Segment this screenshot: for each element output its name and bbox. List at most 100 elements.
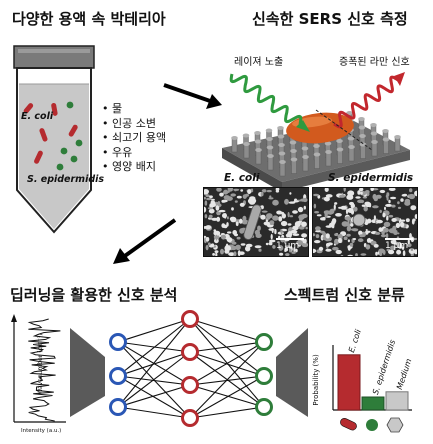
network-edge: [117, 351, 191, 408]
nanopillar: [231, 137, 238, 153]
sem-grain: [212, 253, 215, 256]
nanopillar-tip: [348, 145, 355, 149]
sem-grain: [370, 188, 374, 191]
hidden-node: [181, 409, 199, 427]
chart-ylabel: Probability (%): [312, 354, 320, 406]
sem-grain: [325, 233, 330, 239]
network-edge: [117, 351, 191, 377]
class-icons: [340, 417, 404, 433]
sem-grain: [230, 193, 236, 197]
sem-grain: [285, 253, 290, 256]
sem-grain: [301, 221, 307, 227]
sem-grain: [410, 248, 414, 251]
sem-grain: [388, 199, 391, 204]
sem-grain: [360, 191, 363, 195]
sem-grain: [205, 244, 209, 251]
sem-grain: [209, 195, 213, 199]
sem-grain: [208, 214, 213, 219]
sem-grain: [375, 251, 378, 256]
sem-grain: [242, 194, 247, 199]
sem-grain: [260, 191, 264, 197]
sem-grain: [384, 206, 386, 211]
nanopillar: [383, 139, 389, 154]
sem-grain: [388, 214, 394, 218]
sem-grain: [231, 207, 234, 211]
sem-grain: [250, 188, 254, 192]
sem-grain: [272, 199, 279, 206]
network-edge: [189, 341, 265, 353]
sem-grain: [347, 254, 353, 256]
sem-grain: [362, 196, 368, 199]
sem-grain: [215, 205, 220, 211]
network-edge: [189, 406, 265, 419]
sem-grain: [265, 217, 270, 220]
sem-grain: [396, 249, 402, 255]
sem-grain: [359, 234, 364, 238]
nanopillar-tip: [347, 136, 355, 141]
bar-0: [337, 354, 361, 411]
sem-grain: [215, 252, 218, 256]
sem-grain: [236, 195, 242, 199]
probability-chart: [332, 345, 412, 411]
nanopillar: [314, 154, 320, 169]
output-funnel: [276, 328, 308, 417]
laser-label: 레이져 노출: [234, 57, 284, 68]
sem-grain: [299, 218, 303, 222]
nanopillar: [255, 149, 262, 165]
media-item: • 물: [102, 102, 123, 115]
vial-label-ecoli: E. coli: [21, 111, 54, 122]
sem-grain: [240, 243, 246, 246]
sem-grain: [405, 218, 410, 223]
heading-sample: 다양한 용액 속 박테리아: [12, 10, 166, 28]
media-item: • 우유: [102, 145, 133, 159]
sem-grain: [245, 245, 251, 252]
sem-grain: [207, 242, 211, 246]
sem-grain: [378, 227, 383, 232]
spectrum-ylabel: Wavenumber (cm⁻¹): [37, 333, 44, 395]
nanopillar: [302, 156, 309, 172]
nanopillar-tip: [277, 134, 285, 139]
sepi-coccus: [60, 147, 68, 155]
sem-grain: [291, 251, 296, 254]
sem-grain: [266, 213, 273, 219]
sem-grain: [395, 222, 401, 228]
sem-grain: [222, 213, 227, 219]
sem-grain: [346, 225, 352, 232]
sem-grain: [323, 196, 330, 202]
sem-grain: [380, 234, 387, 238]
sem-grain: [262, 189, 267, 193]
input-node: [109, 333, 127, 351]
sem-grain: [231, 241, 237, 245]
nanopillar-tip: [358, 125, 366, 130]
sem-grain: [258, 248, 262, 252]
sem-grain: [357, 238, 364, 243]
sem-grain: [390, 245, 396, 251]
sem-grain: [355, 196, 361, 199]
sepi-coccus: [70, 155, 78, 163]
nanopillar-tip: [301, 146, 309, 151]
sem-grain: [205, 225, 212, 230]
sem-grain: [313, 248, 317, 253]
sem-grain: [327, 242, 333, 246]
raman-label: 증폭된 라만 신호: [339, 57, 410, 68]
sem-grain: [349, 242, 354, 247]
sepi-icon: [366, 419, 378, 431]
sem-grain: [214, 250, 219, 253]
sem-grain: [372, 205, 379, 209]
nanopillar-tip: [277, 126, 284, 130]
heading-deep-learning: 딥러닝을 활용한 신호 분석: [10, 286, 178, 304]
ecoli-rod: [39, 128, 48, 142]
nanopillar-tip: [266, 137, 273, 141]
sem-grain: [409, 188, 413, 193]
sem-grain: [232, 230, 237, 235]
hidden-node: [181, 343, 199, 361]
sem-grain: [383, 227, 389, 233]
network-edge: [189, 384, 265, 408]
sem-grain: [329, 222, 335, 228]
sem-grain: [390, 196, 397, 200]
sem-grain: [223, 195, 230, 200]
sem-grain: [379, 189, 386, 194]
sem-grain: [278, 245, 284, 251]
nanopillar-tip: [382, 129, 389, 133]
nanopillar-tip: [254, 131, 261, 135]
